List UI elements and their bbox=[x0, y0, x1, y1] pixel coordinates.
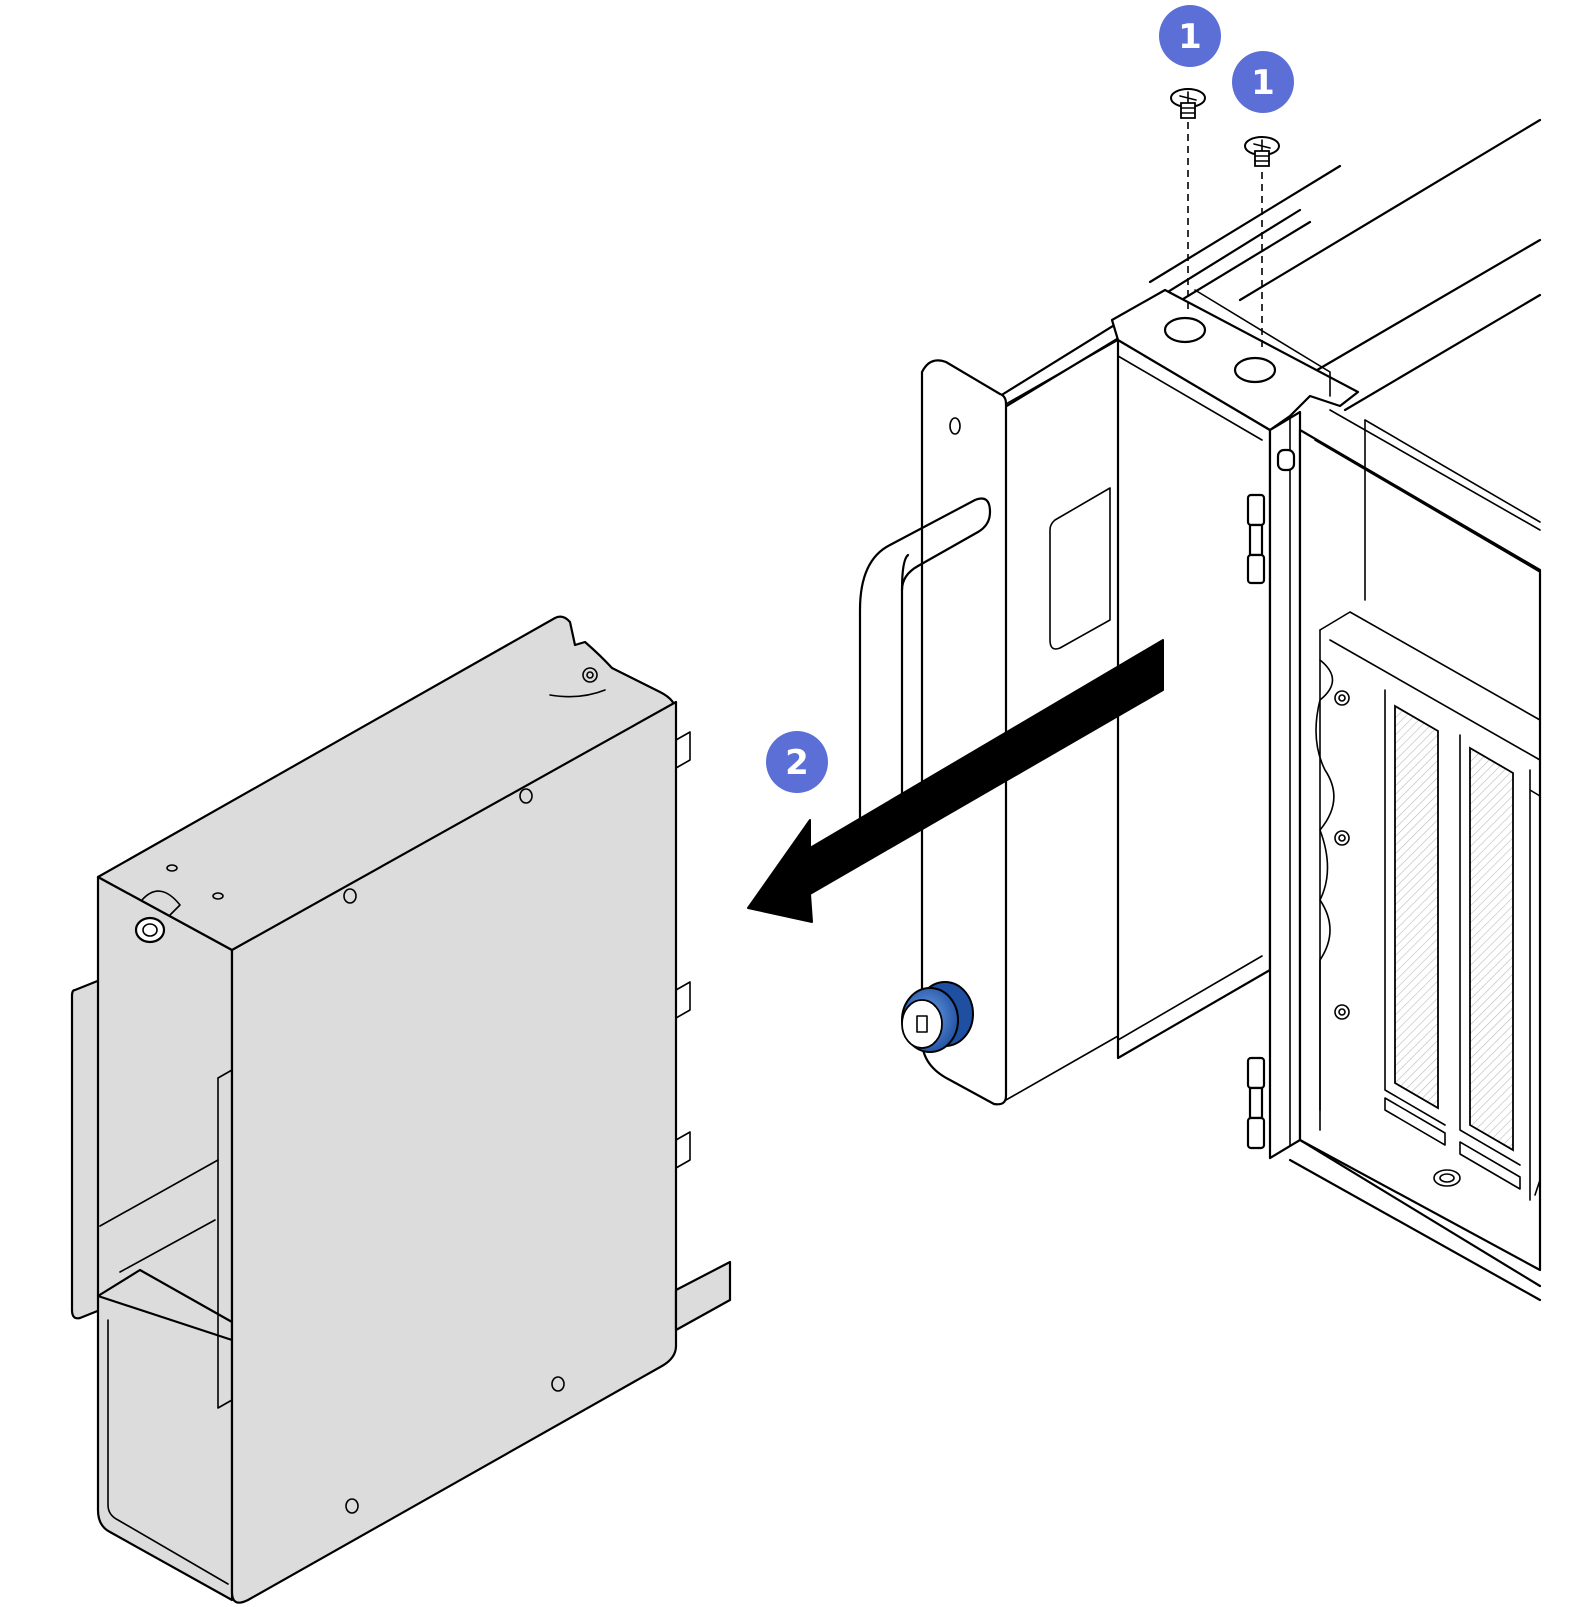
callout-step1-screw-b: 1 bbox=[1232, 51, 1294, 113]
callout-badge bbox=[1159, 5, 1221, 67]
server-chassis bbox=[858, 118, 1542, 1302]
pcie-slots bbox=[1384, 689, 1541, 1201]
pull-direction-arrow-icon bbox=[747, 639, 1164, 923]
hinge-pins bbox=[1246, 448, 1296, 1150]
callout-step1-screw-a: 1 bbox=[1159, 5, 1221, 67]
callout-step2-pull: 2 bbox=[766, 731, 828, 793]
callout-badge bbox=[766, 731, 828, 793]
screw-icon bbox=[1170, 88, 1206, 312]
callout-number: 1 bbox=[1178, 17, 1202, 57]
screw-icon bbox=[1244, 136, 1280, 352]
callout-badge bbox=[1232, 51, 1294, 113]
callout-number: 2 bbox=[785, 743, 809, 783]
thumbscrew-icon bbox=[901, 981, 974, 1053]
callout-number: 1 bbox=[1251, 63, 1275, 103]
removed-adapter-module bbox=[70, 615, 732, 1604]
